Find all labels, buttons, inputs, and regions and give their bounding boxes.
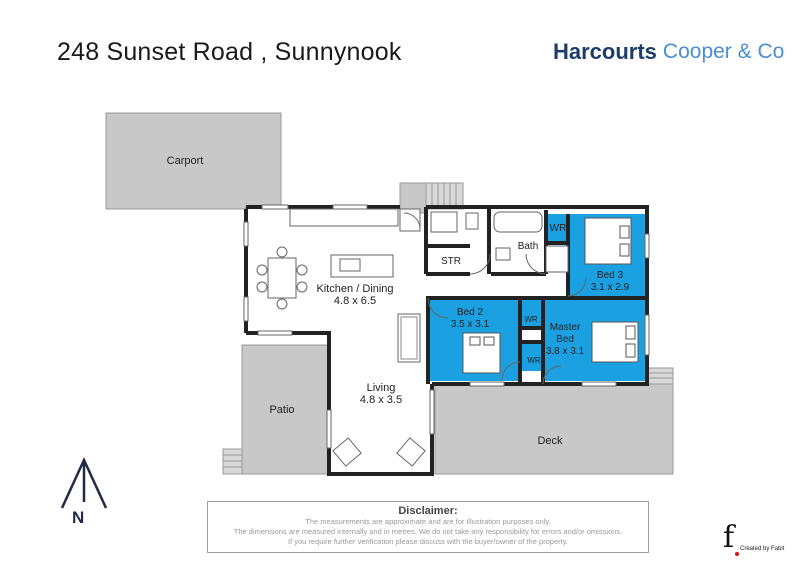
wr-bed3-label: WR (549, 223, 567, 234)
master-size: 3.8 x 3.1 (545, 346, 585, 357)
kitchen-size: 4.8 x 6.5 (333, 295, 377, 307)
brand-office: Cooper & Co (662, 40, 785, 63)
bed3-bed (584, 217, 632, 265)
bath-label: Bath (517, 241, 539, 252)
bathtub (493, 211, 543, 233)
fridge (399, 208, 421, 232)
wr-master-area (522, 344, 545, 371)
armchair-right (396, 437, 426, 467)
deck-steps (647, 367, 674, 385)
kitchen-label: Kitchen / Dining (316, 283, 394, 295)
disclaimer-line-2: The dimensions are measured internally a… (233, 527, 623, 536)
living-label: Living (366, 382, 396, 394)
patio-label: Patio (269, 404, 295, 416)
bed3-size: 3.1 x 2.9 (590, 282, 630, 293)
shower (545, 245, 569, 273)
bed3-label: Bed 3 (596, 270, 624, 281)
disclaimer-line-1: The measurements are approximate and are… (305, 517, 551, 526)
living-size: 4.8 x 3.5 (359, 394, 403, 406)
fabit-credit: Created by Fabit (740, 546, 785, 552)
laundry (430, 211, 458, 233)
bed2-label: Bed 2 (456, 307, 484, 318)
north-label: N (72, 508, 85, 527)
master-label: Master (549, 322, 581, 333)
disclaimer-line-3: If you require further verification plea… (287, 537, 568, 546)
toilet (465, 212, 479, 230)
north-arrow (60, 456, 108, 509)
brand-name: Harcourts (553, 39, 657, 64)
deck-area (434, 383, 674, 475)
carport-label: Carport (166, 155, 204, 167)
agency-logo: Harcourts Cooper & Co (553, 36, 784, 68)
vanity (495, 247, 511, 261)
master-label-2: Bed (556, 334, 574, 345)
wr-bed2-label: WR (524, 315, 538, 324)
property-address: 248 Sunset Road , Sunnynook (57, 38, 402, 66)
fabit-letter: f (723, 520, 735, 555)
fabit-logo: f Created by Fabit (723, 520, 793, 560)
armchair-left (332, 437, 362, 467)
deck-label: Deck (537, 435, 563, 447)
disclaimer-title: Disclaimer: (398, 505, 458, 517)
kitchen-sink (339, 258, 361, 272)
str-label: STR (441, 256, 461, 267)
bed2-size: 3.5 x 3.1 (450, 319, 490, 330)
wr-master-label: WR (527, 356, 541, 365)
dining-table (267, 257, 297, 299)
kitchen-bench (289, 208, 399, 227)
fabit-dot-icon (735, 552, 739, 556)
wr-bed2-area (520, 300, 542, 326)
disclaimer-box: Disclaimer: The measurements are approxi… (207, 501, 649, 553)
wr-bed3-area (547, 214, 570, 242)
